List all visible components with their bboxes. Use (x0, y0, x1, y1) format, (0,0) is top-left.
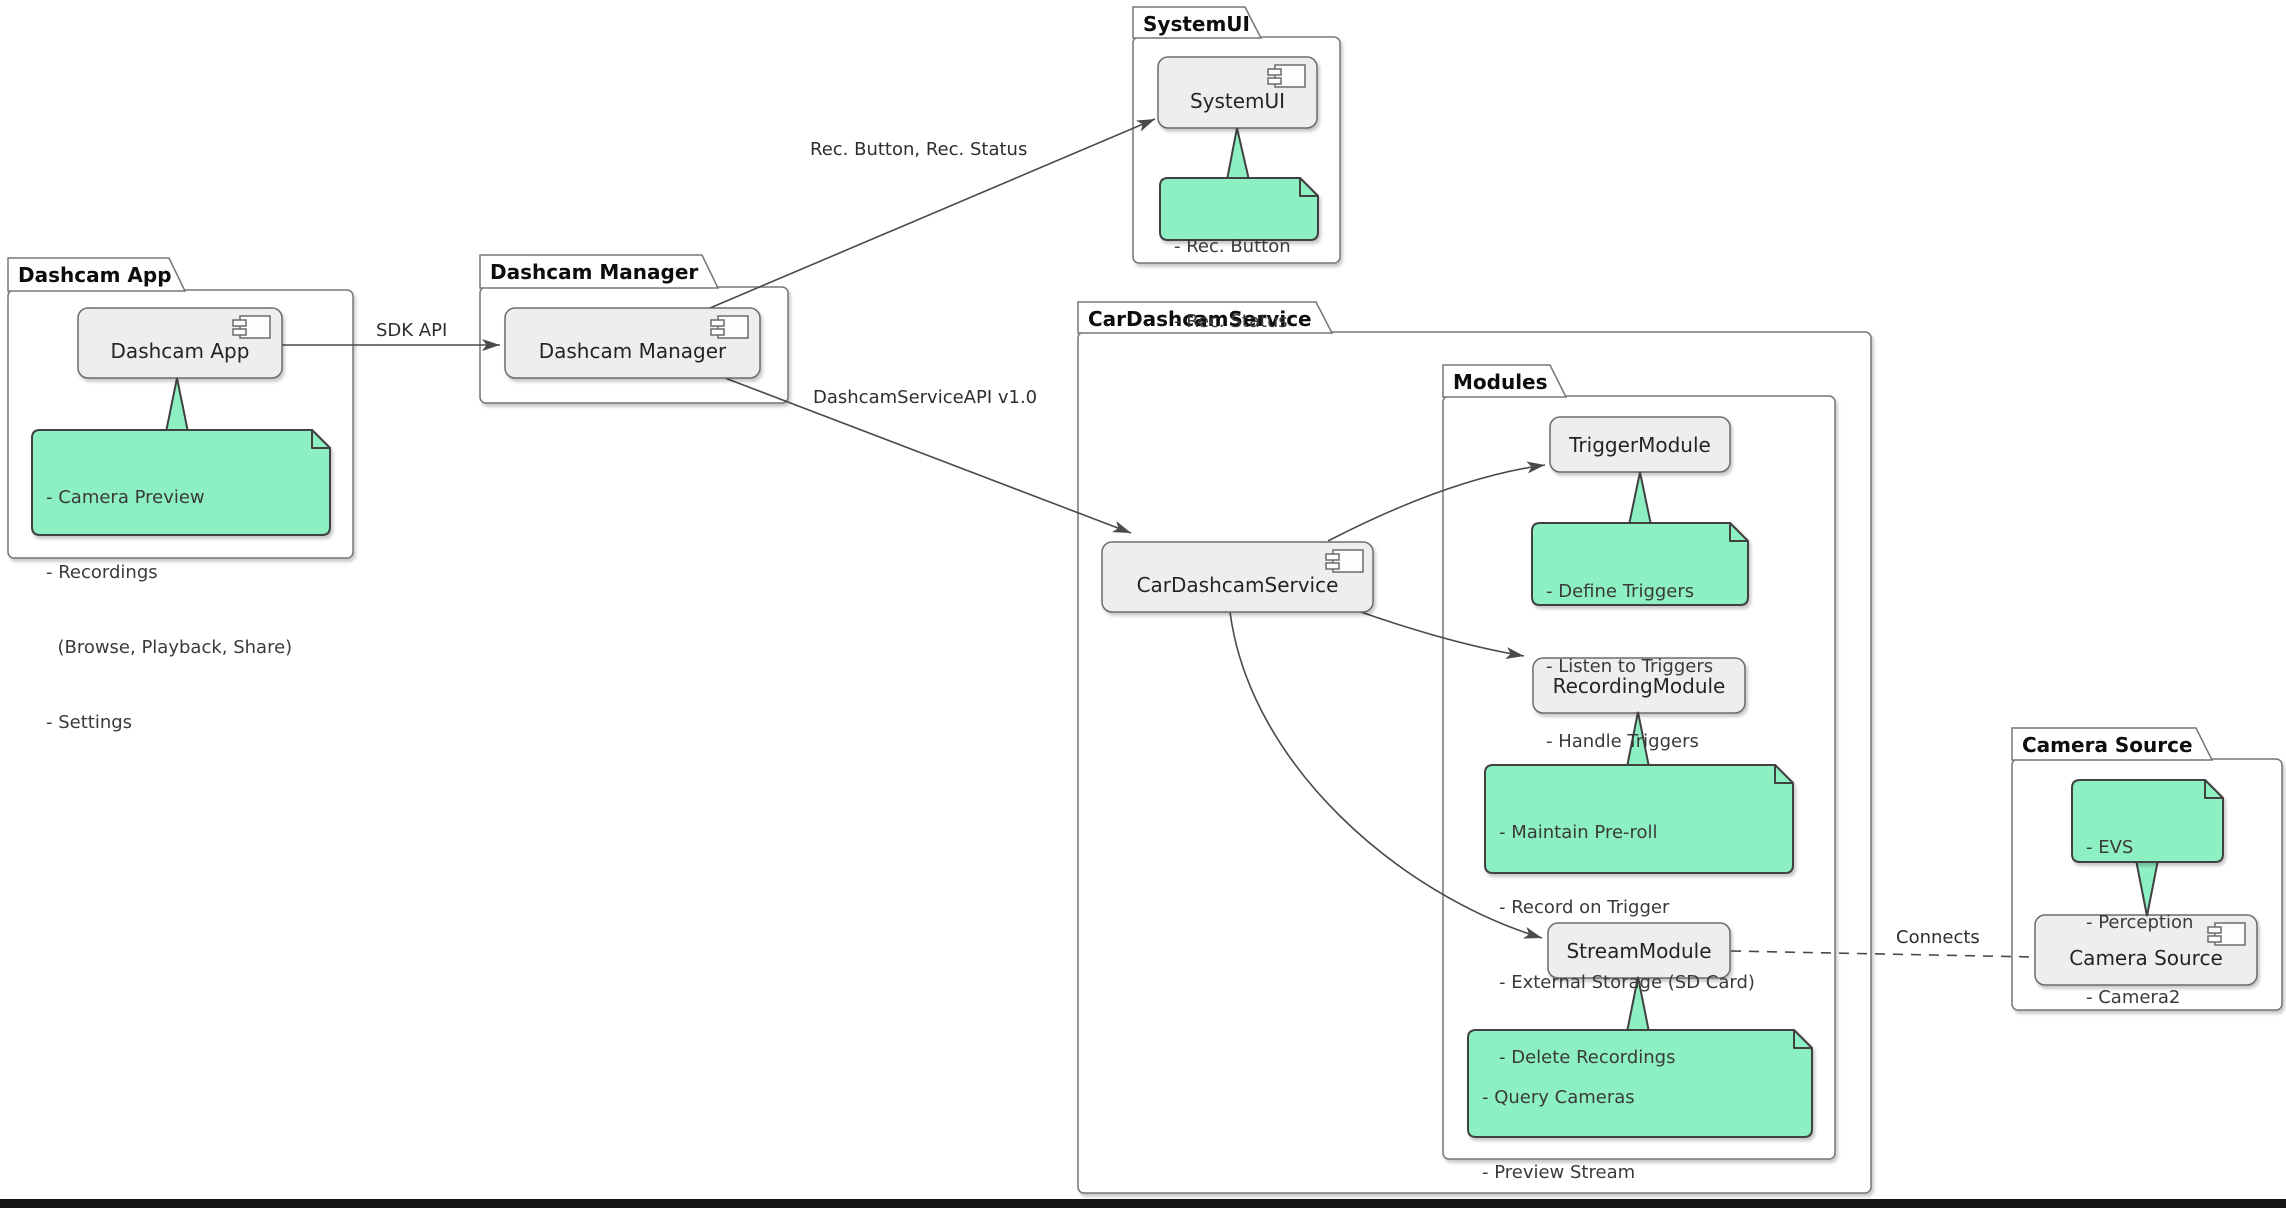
note-line: (Browse, Playback, Share) (46, 637, 293, 658)
note-text-recording-module: - Maintain Pre-roll - Record on Trigger … (1499, 770, 1755, 1120)
note-line: - Delete Recordings (1499, 1047, 1676, 1068)
component-name-stream-module: StreamModule (1566, 938, 1712, 963)
note-line: - Recordings (46, 562, 158, 583)
note-line: - EVS (2086, 837, 2134, 858)
edge-label-dashcam-service-api: DashcamServiceAPI v1.0 (813, 387, 1038, 408)
package-title-modules: Modules (1453, 370, 1548, 394)
note-text-camera-source: - EVS - Perception - Camera2 (2086, 785, 2193, 1060)
component-name-systemui: SystemUI (1189, 88, 1286, 113)
component-name-dashcam-manager: Dashcam Manager (538, 339, 727, 363)
component-dashcam-manager (504, 307, 761, 379)
package-title-dashcam-app: Dashcam App (18, 263, 172, 287)
note-text-systemui: - Rec. Button - Rec. Status (1174, 184, 1291, 384)
note-camera-source (2071, 779, 2224, 863)
note-line: - Preview Stream (1482, 1162, 1636, 1183)
note-line: - Camera2 (2086, 987, 2181, 1008)
component-name-trigger-module: TriggerModule (1569, 432, 1711, 457)
note-line: - Settings (46, 712, 133, 733)
edge-manager-to-service (724, 377, 1132, 534)
component-name-dashcam-app: Dashcam App (110, 339, 250, 363)
note-dashcam-app (31, 429, 331, 536)
component-car-dashcam-service (1101, 541, 1374, 613)
note-text-stream-module: - Query Cameras - Preview Stream - Snaps… (1482, 1035, 1770, 1208)
note-line: - Maintain Pre-roll (1499, 822, 1658, 843)
package-title-systemui: SystemUI (1143, 12, 1250, 36)
component-name-recording-module: RecordingModule (1552, 673, 1726, 698)
package-title-dashcam-manager: Dashcam Manager (490, 260, 699, 284)
note-line: - Listen to Triggers (1546, 656, 1714, 677)
note-line: - Perception (2086, 912, 2194, 933)
note-line: - Query Cameras (1482, 1087, 1635, 1108)
edge-service-to-trigger-module (1327, 461, 1546, 542)
edge-manager-to-systemui (709, 118, 1156, 309)
package-title-camera-source: Camera Source (2022, 733, 2193, 757)
note-text-dashcam-app: - Camera Preview - Recordings (Browse, P… (46, 435, 292, 785)
edge-label-connects: Connects (1896, 927, 1980, 948)
component-name-camera-source: Camera Source (2069, 946, 2223, 970)
note-line: - Rec. Button (1174, 236, 1291, 257)
note-text-trigger-module: - Define Triggers - Listen to Triggers -… (1546, 529, 1713, 804)
edge-service-to-recording-module (1357, 610, 1525, 659)
note-line: - Rec. Status (1174, 311, 1288, 332)
edge-label-rec-button-status: Rec. Button, Rec. Status (810, 139, 1028, 160)
note-line: - Record on Trigger (1499, 897, 1670, 918)
note-trigger-module (1531, 522, 1749, 606)
note-line: - Camera Preview (46, 487, 205, 508)
note-recording-module (1484, 764, 1794, 874)
edge-label-sdk-api: SDK API (376, 320, 448, 341)
edge-stream-to-camera-source (1730, 950, 2035, 958)
note-systemui (1159, 177, 1319, 241)
component-dashcam-app (77, 307, 283, 379)
package-title-car-dashcam-service: CarDashcamService (1088, 307, 1312, 331)
component-name-car-dashcam-service: CarDashcamService (1136, 573, 1339, 597)
note-line: - Define Triggers (1546, 581, 1695, 602)
note-line: - Handle Triggers (1546, 731, 1699, 752)
note-stream-module (1467, 1029, 1813, 1138)
edge-service-to-stream-module (1229, 611, 1543, 939)
note-line: - External Storage (SD Card) (1499, 972, 1755, 993)
bottom-bar (0, 1199, 2286, 1208)
